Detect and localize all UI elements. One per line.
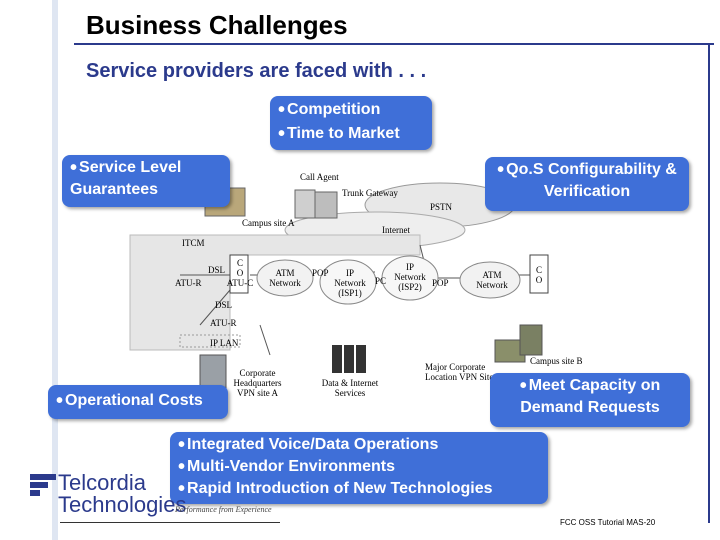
diagram-labels: Call Agent Trunk Gateway PSTN Campus sit… [120,150,660,425]
left-margin-bar [0,0,58,540]
itcm-label: ITCM [182,238,205,248]
logo-tagline: Performance from Experience [175,505,272,514]
competition-bubble: •Competition •Time to Market [270,96,432,150]
slide-footer: FCC OSS Tutorial MAS-20 [560,518,656,527]
bullet-icon: • [497,159,505,181]
logo-name-line1: Telcordia [58,470,147,495]
dsl-label-1: DSL [208,265,226,275]
service-level-text: Service Level Guarantees [70,159,182,198]
ip-network-isp2-cloud [381,255,439,301]
bullet-icon: • [278,99,286,121]
competition-text: Competition [287,101,381,118]
pstn-label: PSTN [430,202,453,212]
service-level-bubble: •Service Level Guarantees [62,155,230,207]
atm-network-label-1: ATM Network [269,268,301,288]
operational-costs-text: Operational Costs [65,392,203,409]
data-center-rack-1 [332,345,342,373]
atm-network-label-2: ATM Network [476,270,508,290]
logo-name-line2: Technologies [58,492,187,517]
telcordia-logo-text: Telcordia Technologies [58,472,186,516]
pop-label-2: POP [432,278,449,288]
call-agent-label: Call Agent [300,172,339,182]
bullet-icon: • [70,157,78,179]
campus-site-b-building-2 [519,324,543,356]
atu-r-label-1: ATU-R [175,278,202,288]
trunk-gateway-device [314,191,338,219]
qos-bubble: •Qo.S Configurability & Verification [485,157,689,211]
operational-costs-bubble: •Operational Costs [48,385,228,419]
ip-network-isp1-label: IP Network (ISP1) [334,268,366,298]
co-label-1: C O ATU-C [226,258,254,288]
pop-label-1: POP [312,268,329,278]
bullet-icon: • [178,456,186,478]
major-corporate-label: Major Corporate Location VPN Site B [425,362,502,382]
internet-label: Internet [382,225,410,235]
co-box-2 [529,254,549,294]
data-center-rack-3 [356,345,366,373]
capacity-text: Meet Capacity on Demand Requests [520,377,661,416]
ip-lan-label: IP LAN [210,338,239,348]
bullet-icon: • [519,375,527,397]
title-divider [74,43,714,45]
co-box-1 [229,254,249,294]
multi-vendor-text: Multi-Vendor Environments [187,458,396,475]
bullet-icon: • [178,478,186,500]
atm-network-cloud-1 [256,259,314,297]
campus-site-b-label: Campus site B [530,356,583,366]
data-internet-services-label: Data & Internet Services [321,378,379,398]
ip-network-isp1-cloud [319,259,377,305]
left-accent-stripe [52,0,58,540]
slide-subtitle: Service providers are faced with . . . [86,60,427,82]
bullet-icon: • [56,390,64,412]
ip-lan-area [179,334,241,348]
corporate-hq-label: Corporate Headquarters VPN site A [233,368,282,398]
rapid-introduction-text: Rapid Introduction of New Technologies [187,480,493,497]
capacity-bubble: •Meet Capacity on Demand Requests [490,373,690,427]
bottom-border-line [60,522,280,523]
co-label-2: C O [535,265,543,285]
time-to-market-text: Time to Market [287,125,400,142]
bullet-icon: • [178,434,186,456]
right-border-line [708,45,710,523]
data-center-rack-2 [344,345,354,373]
integrated-voice-data-text: Integrated Voice/Data Operations [187,436,439,453]
telcordia-logo-icon [30,474,56,496]
trunk-gateway-label: Trunk Gateway [342,188,398,198]
dsl-label-2: DSL [215,300,233,310]
ip-network-isp2-label: IP Network (ISP2) [394,262,426,292]
atm-network-cloud-2 [459,261,521,299]
atu-r-label-2: ATU-R [210,318,237,328]
qos-text: Qo.S Configurability & Verification [506,161,677,200]
integration-bubble: •Integrated Voice/Data Operations •Multi… [170,432,548,504]
campus-site-a-label: Campus site A [242,218,295,228]
slide-title: Business Challenges [86,10,348,40]
bullet-icon: • [278,123,286,145]
pc-label: PC [375,276,387,286]
